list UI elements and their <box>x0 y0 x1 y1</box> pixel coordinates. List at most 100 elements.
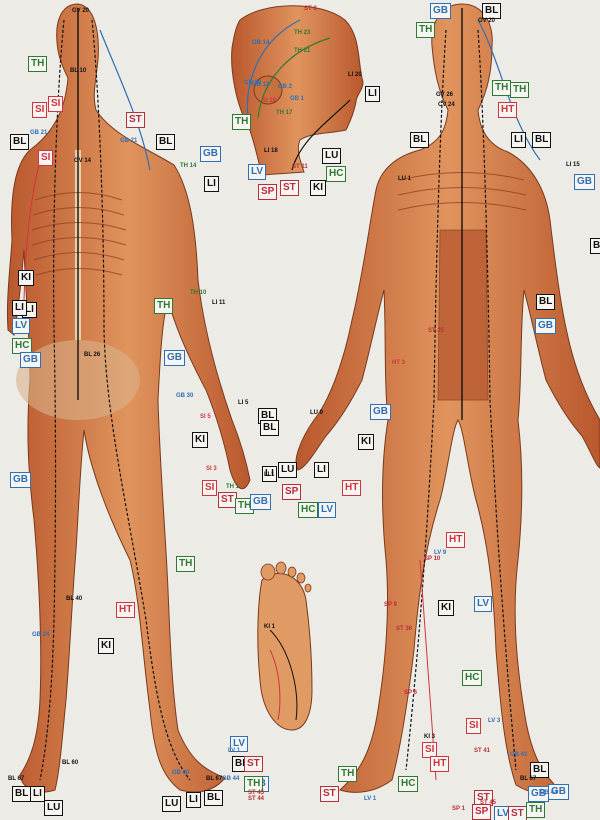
meridian-tag-lv: LV <box>248 164 266 180</box>
meridian-tag-st: ST <box>126 112 145 128</box>
foot-sole-figure <box>258 562 312 730</box>
meridian-tag-th: TH <box>416 22 435 38</box>
acupoint-label: LV 3 <box>488 718 500 724</box>
acupoint-label: SP 6 <box>404 690 417 696</box>
acupoint-label: ST 8 <box>304 6 317 12</box>
meridian-tag-ki: KI <box>310 180 326 196</box>
meridian-tag-bl: BL <box>10 134 29 150</box>
acupoint-label: GV 20 <box>478 18 495 24</box>
acupoint-label: CV 24 <box>438 102 455 108</box>
meridian-tag-bl: BL <box>260 420 279 436</box>
meridian-tag-bl: BL <box>482 3 501 19</box>
acupoint-label: LI 11 <box>212 300 225 306</box>
acupoint-label: GV 14 <box>74 158 91 164</box>
acupoint-label: HT 3 <box>392 360 405 366</box>
acupoint-label: SI 19 <box>262 98 276 104</box>
meridian-tag-th: TH <box>176 556 195 572</box>
meridian-tag-li: LI <box>204 176 219 192</box>
acupoint-label: GB 1 <box>290 96 304 102</box>
meridian-tag-lv: LV <box>474 596 492 612</box>
meridian-tag-th: TH <box>338 766 357 782</box>
meridian-tag-ki: KI <box>98 638 114 654</box>
acupoint-label: GB 44 <box>222 776 239 782</box>
meridian-tag-li: LI <box>186 792 201 808</box>
acupoint-label: GB 30 <box>176 393 193 399</box>
meridian-tag-th: TH <box>492 80 511 96</box>
meridian-tag-th: TH <box>154 298 173 314</box>
meridian-tag-bl: BL <box>590 238 600 254</box>
meridian-tag-bl: BL <box>156 134 175 150</box>
acupoint-label: ST 45 <box>480 800 496 806</box>
acupoint-label: BL 67 <box>8 776 24 782</box>
meridian-tag-st: ST <box>320 786 339 802</box>
acupoint-label: GV 26 <box>436 92 453 98</box>
meridian-tag-hc: HC <box>326 166 346 182</box>
acupoint-label: GB 21 <box>30 130 47 136</box>
meridian-tag-lv: LV <box>12 318 30 334</box>
acupoint-label: LU 9 <box>310 410 323 416</box>
acupoint-label: SP 10 <box>424 556 440 562</box>
meridian-tag-gb: GB <box>535 318 556 334</box>
meridian-tag-th: TH <box>526 802 545 818</box>
acupoint-label: LV 1 <box>228 748 240 754</box>
acupoint-label: LI 20 <box>348 72 362 78</box>
meridian-tag-si: SI <box>202 480 217 496</box>
acupoint-label: GB 44 <box>540 790 557 796</box>
acupoint-label: LI 5 <box>238 400 248 406</box>
meridian-tag-st: ST <box>280 180 299 196</box>
meridian-tag-ki: KI <box>192 432 208 448</box>
acupoint-label: SI 3 <box>206 466 217 472</box>
meridian-tag-ht: HT <box>116 602 135 618</box>
meridian-tag-li: LI <box>365 86 380 102</box>
acupoint-label: GB 34 <box>32 632 49 638</box>
acupoint-label: SI 5 <box>200 414 211 420</box>
acupoint-label: SP 9 <box>384 602 397 608</box>
acupoint-label: BL 10 <box>70 68 86 74</box>
meridian-tag-si: SI <box>38 150 53 166</box>
meridian-tag-sp: SP <box>258 184 277 200</box>
meridian-tag-th: TH <box>510 82 529 98</box>
acupoint-label: TH 17 <box>276 110 292 116</box>
meridian-tag-si: SI <box>48 96 63 112</box>
meridian-tag-ht: HT <box>446 532 465 548</box>
meridian-tag-li: LI <box>314 462 329 478</box>
meridian-tag-bl: BL <box>204 790 223 806</box>
meridian-tag-st: ST <box>244 756 263 772</box>
acupoint-label: KI 3 <box>424 734 435 740</box>
meridian-tag-ki: KI <box>358 434 374 450</box>
meridian-tag-th: TH <box>232 114 251 130</box>
front-figure-abdomen <box>438 230 488 400</box>
acupoint-label: GB 2 <box>278 84 292 90</box>
meridian-tag-gb: GB <box>430 3 451 19</box>
meridian-tag-lu: LU <box>278 462 297 478</box>
meridian-tag-gb: GB <box>574 174 595 190</box>
meridian-tag-ht: HT <box>342 480 361 496</box>
meridian-tag-sp: SP <box>472 804 491 820</box>
meridian-tag-hc: HC <box>298 502 318 518</box>
acupoint-label: LI 1 <box>264 472 274 478</box>
acupoint-label: GB 40 <box>172 770 189 776</box>
acupoint-label: LV 9 <box>434 550 446 556</box>
acupoint-label: TH 23 <box>294 30 310 36</box>
acupoint-label: GB 41 <box>510 752 527 758</box>
meridian-tag-gb: GB <box>20 352 41 368</box>
meridian-tag-st: ST <box>508 806 527 820</box>
acupoint-label: SP 1 <box>452 806 465 812</box>
meridian-tag-ki: KI <box>438 600 454 616</box>
acupoint-label: TH 14 <box>180 163 196 169</box>
meridian-tag-li: LI <box>30 786 45 802</box>
meridian-tag-lv: LV <box>318 502 336 518</box>
meridian-tag-gb: GB <box>164 350 185 366</box>
acupoint-label: ST 11 <box>292 164 308 170</box>
acupoint-label: TH 10 <box>190 290 206 296</box>
acupoint-label: LI 15 <box>566 162 580 168</box>
meridian-tag-li: LI <box>511 132 526 148</box>
meridian-tag-hc: HC <box>398 776 418 792</box>
meridian-tag-hc: HC <box>462 670 482 686</box>
acupoint-label: GB 21 <box>120 138 137 144</box>
acupoint-label: KI 1 <box>264 624 275 630</box>
meridian-tag-si: SI <box>466 718 481 734</box>
acupoint-label: TH 1 <box>226 484 239 490</box>
